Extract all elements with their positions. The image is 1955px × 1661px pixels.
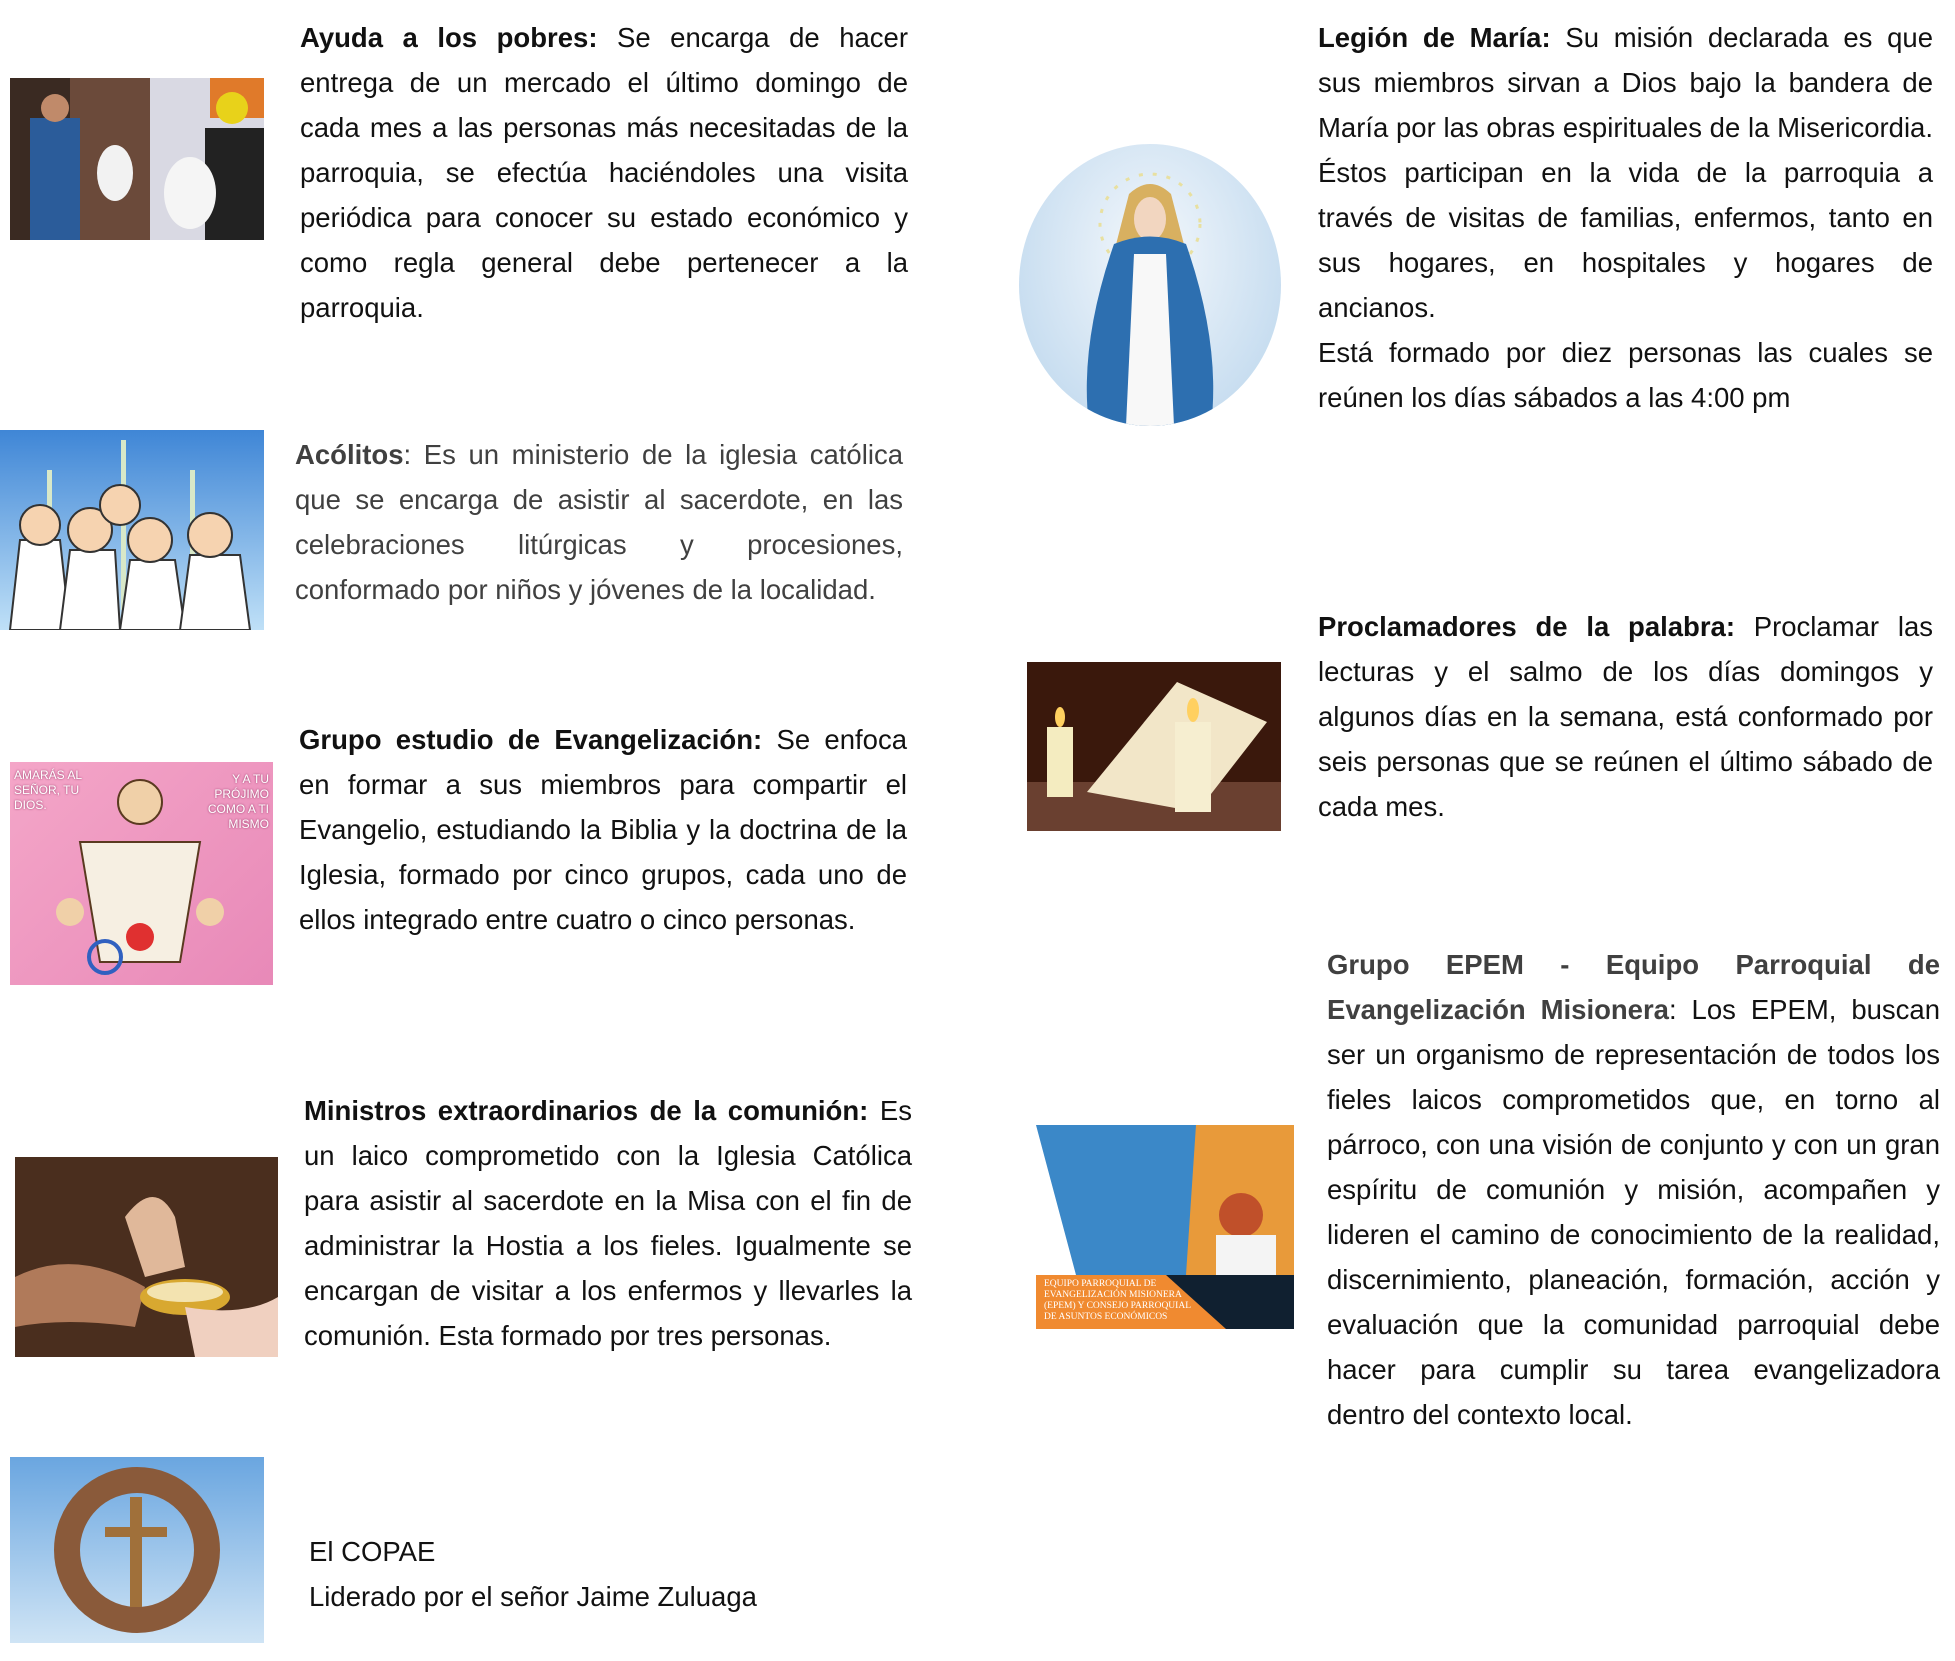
section-title: Legión de María: (1318, 22, 1551, 53)
image-caption-right: Y A TU PRÓJIMO COMO A TI MISMO (207, 772, 269, 831)
section-title: Proclamadores de la palabra: (1318, 611, 1735, 642)
ayuda-pobres-text: Ayuda a los pobres: Se encarga de hacer … (300, 15, 908, 330)
epem-cover-caption: EQUIPO PARROQUIAL DE EVANGELIZACIÓN MISI… (1044, 1279, 1191, 1322)
jesus-children-illustration: AMARÁS AL SEÑOR, TU DIOS. Y A TU PRÓJIMO… (10, 762, 273, 985)
hands-circle-cross-photo (10, 1457, 264, 1643)
grupo-estudio-text: Grupo estudio de Evangelización: Se enfo… (299, 717, 907, 942)
section-body: Es un laico comprometido con la Iglesia … (304, 1095, 912, 1351)
ministros-text: Ministros extraordinarios de la comunión… (304, 1088, 912, 1358)
section-body: : Es un ministerio de la iglesia católic… (295, 439, 903, 605)
section-body: Proclamar las lecturas y el salmo de los… (1318, 611, 1933, 822)
section-body-2: Está formado por diez personas las cuale… (1318, 337, 1933, 413)
section-title: Acólitos (295, 439, 404, 470)
copae-title: El COPAE (309, 1536, 436, 1567)
section-title: Grupo EPEM - Equipo Parroquial de Evange… (1327, 949, 1940, 1025)
epem-cover: EQUIPO PARROQUIAL DE EVANGELIZACIÓN MISI… (1036, 1125, 1294, 1329)
legion-maria-text: Legión de María: Su misión declarada es … (1318, 15, 1933, 420)
image-caption-left: AMARÁS AL SEÑOR, TU DIOS. (14, 768, 82, 812)
epem-text: Grupo EPEM - Equipo Parroquial de Evange… (1327, 942, 1940, 1437)
communion-host-photo (15, 1157, 278, 1357)
section-title: Grupo estudio de Evangelización: (299, 724, 763, 755)
section-title: Ayuda a los pobres: (300, 22, 598, 53)
acolitos-text: Acólitos: Es un ministerio de la iglesia… (295, 432, 903, 612)
section-body: Su misión declarada es que sus miembros … (1318, 22, 1933, 323)
proclamadores-text: Proclamadores de la palabra: Proclamar l… (1318, 604, 1933, 829)
section-title: Ministros extraordinarios de la comunión… (304, 1095, 869, 1126)
section-body: Se enfoca en formar a sus miembros para … (299, 724, 907, 935)
altar-servers-cartoon (0, 430, 264, 630)
bible-candles-photo (1027, 662, 1281, 831)
section-body: : Los EPEM, buscan ser un organismo de r… (1327, 994, 1941, 1430)
section-body: Se encarga de hacer entrega de un mercad… (300, 22, 908, 323)
virgin-mary-oval (1019, 144, 1281, 426)
copae-leader: Liderado por el señor Jaime Zuluaga (309, 1581, 757, 1612)
food-delivery-photo (10, 78, 264, 240)
copae-text: El COPAE Liderado por el señor Jaime Zul… (309, 1529, 917, 1619)
